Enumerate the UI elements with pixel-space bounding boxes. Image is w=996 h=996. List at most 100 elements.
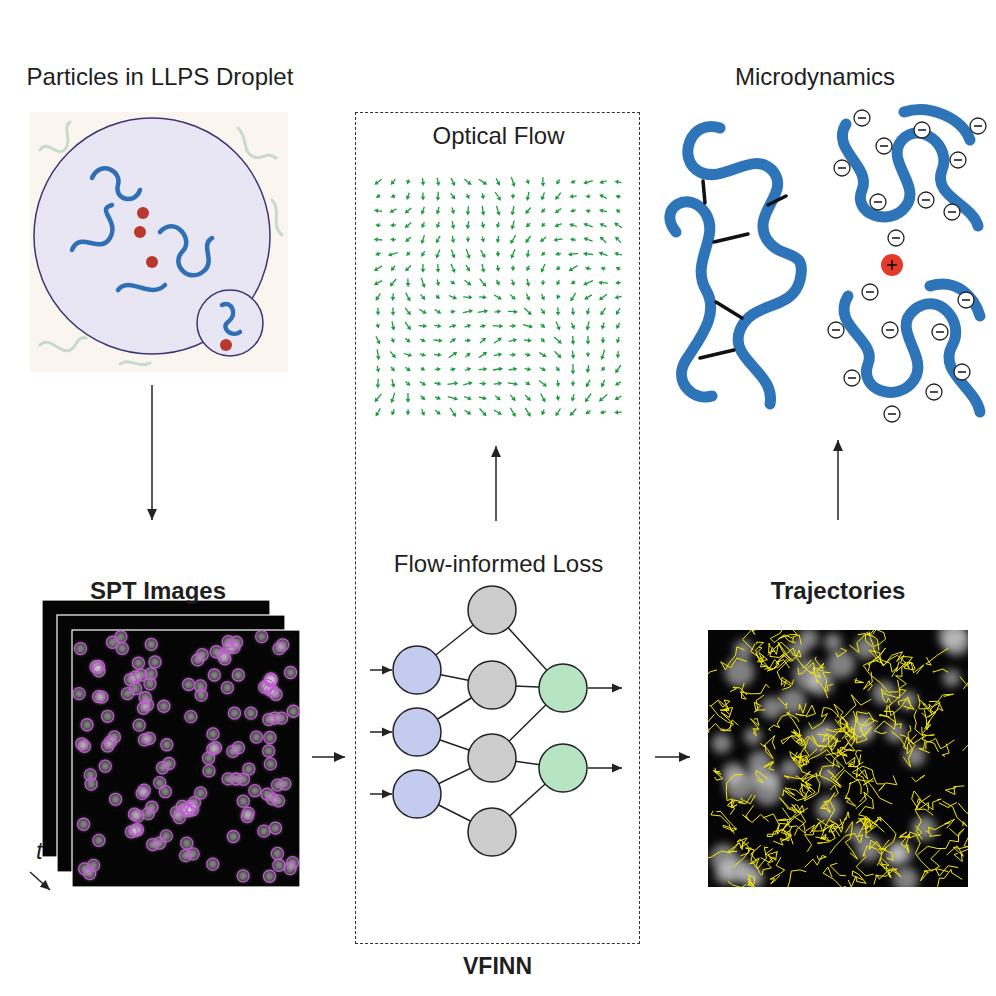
flow-vector-head <box>542 398 546 403</box>
flow-vector <box>435 310 438 312</box>
trajectory <box>730 687 747 695</box>
trajectory <box>846 723 871 738</box>
trajectory <box>945 786 964 795</box>
panel-title: Flow-informed Loss <box>394 549 603 579</box>
flow-vector <box>604 411 606 413</box>
flow-vector-head <box>599 209 603 214</box>
detection-circle <box>210 742 222 754</box>
detection-circle <box>132 810 144 822</box>
flow-vector-head <box>436 239 440 244</box>
detection-circle <box>192 654 204 666</box>
fluorescent-spot <box>276 713 287 724</box>
fluorescent-spot <box>711 733 731 753</box>
flow-vector <box>392 253 398 255</box>
neurons <box>393 586 587 856</box>
flow-vector <box>465 410 468 412</box>
detection-circle <box>74 643 86 655</box>
flow-vector <box>434 354 438 356</box>
flow-vector-head <box>421 295 425 300</box>
output-arrow <box>588 687 622 689</box>
image-panel: Trajectories <box>698 576 978 894</box>
flow-vector <box>419 309 423 311</box>
flow-vector <box>539 380 544 384</box>
flow-vector <box>540 368 543 369</box>
fluorescent-spot <box>288 706 299 717</box>
flow-vector <box>452 236 454 240</box>
flow-vector <box>541 309 543 312</box>
flow-vector-head <box>586 353 591 357</box>
flow-vector-head <box>436 282 441 286</box>
flow-vector <box>558 280 560 282</box>
flow-vector <box>463 383 469 384</box>
flow-vector-head <box>451 239 456 243</box>
panel-ground <box>30 112 288 372</box>
minus-sign <box>832 329 840 331</box>
flow-vector <box>449 296 454 298</box>
flow-vector-head <box>468 381 473 386</box>
detection-circle <box>269 822 281 834</box>
flow-vector <box>376 324 378 325</box>
flow-vector-head <box>601 325 605 330</box>
minus-sign <box>958 371 966 373</box>
flow-vector <box>603 196 607 198</box>
model-box: VFINNOptical FlowFlow-informed Loss <box>355 112 640 944</box>
fluorescent-spot <box>243 764 254 775</box>
flow-vector <box>452 221 454 225</box>
flow-vector <box>407 279 409 283</box>
flow-vector <box>406 338 408 340</box>
flow-vector-head <box>406 283 411 287</box>
fluorescent-spot <box>273 860 284 871</box>
detection-circle <box>93 834 105 846</box>
trajectory <box>784 759 813 779</box>
minus-sign <box>892 237 900 239</box>
flow-vector <box>558 409 561 413</box>
flow-vector <box>513 206 514 212</box>
minus-sign <box>848 377 856 379</box>
flow-field <box>374 177 622 417</box>
flow-vector-head <box>466 225 471 229</box>
flow-vector-head <box>388 252 393 256</box>
flow-vector <box>510 295 513 297</box>
flow-vector-head <box>421 224 425 229</box>
fluorescent-spot <box>722 762 744 784</box>
flow-vector-head <box>374 281 379 285</box>
flow-vector <box>525 368 528 370</box>
flow-vector-head <box>599 194 604 198</box>
flow-vector <box>572 253 578 255</box>
flow-vector <box>437 207 439 211</box>
flow-vector <box>512 266 513 268</box>
detection-circle <box>194 680 206 692</box>
flow-vector <box>618 382 621 384</box>
flow-vector-head <box>616 354 621 358</box>
detection-circle <box>237 795 249 807</box>
flow-vector <box>603 239 607 243</box>
flow-vector <box>482 237 484 239</box>
flow-vector <box>479 369 484 371</box>
flow-vector <box>376 336 378 341</box>
detection-circle <box>99 760 111 772</box>
fluorescent-spot <box>279 778 290 789</box>
trajectory <box>769 711 790 730</box>
flow-vector-head <box>421 269 426 273</box>
flow-vector <box>541 324 543 325</box>
flow-vector-head <box>421 196 426 200</box>
flow-vector <box>603 210 607 212</box>
flow-vector-head <box>466 239 471 243</box>
trajectory <box>782 804 801 828</box>
flow-vector <box>377 349 378 356</box>
trajectory <box>922 709 936 729</box>
flow-vector-head <box>513 367 517 372</box>
flow-vector <box>525 353 527 355</box>
fluorescent-spot <box>893 867 919 887</box>
flow-vector <box>497 251 498 253</box>
trajectory <box>820 793 834 813</box>
charge-circle <box>844 370 860 386</box>
flow-vector-head <box>586 311 591 316</box>
flow-vector-head <box>586 326 591 330</box>
flow-vector <box>509 340 514 341</box>
detection-circle <box>221 682 233 694</box>
flow-vector-head <box>511 267 516 271</box>
flow-vector <box>377 394 382 399</box>
flow-vector <box>556 367 557 369</box>
flow-vector <box>618 181 621 183</box>
